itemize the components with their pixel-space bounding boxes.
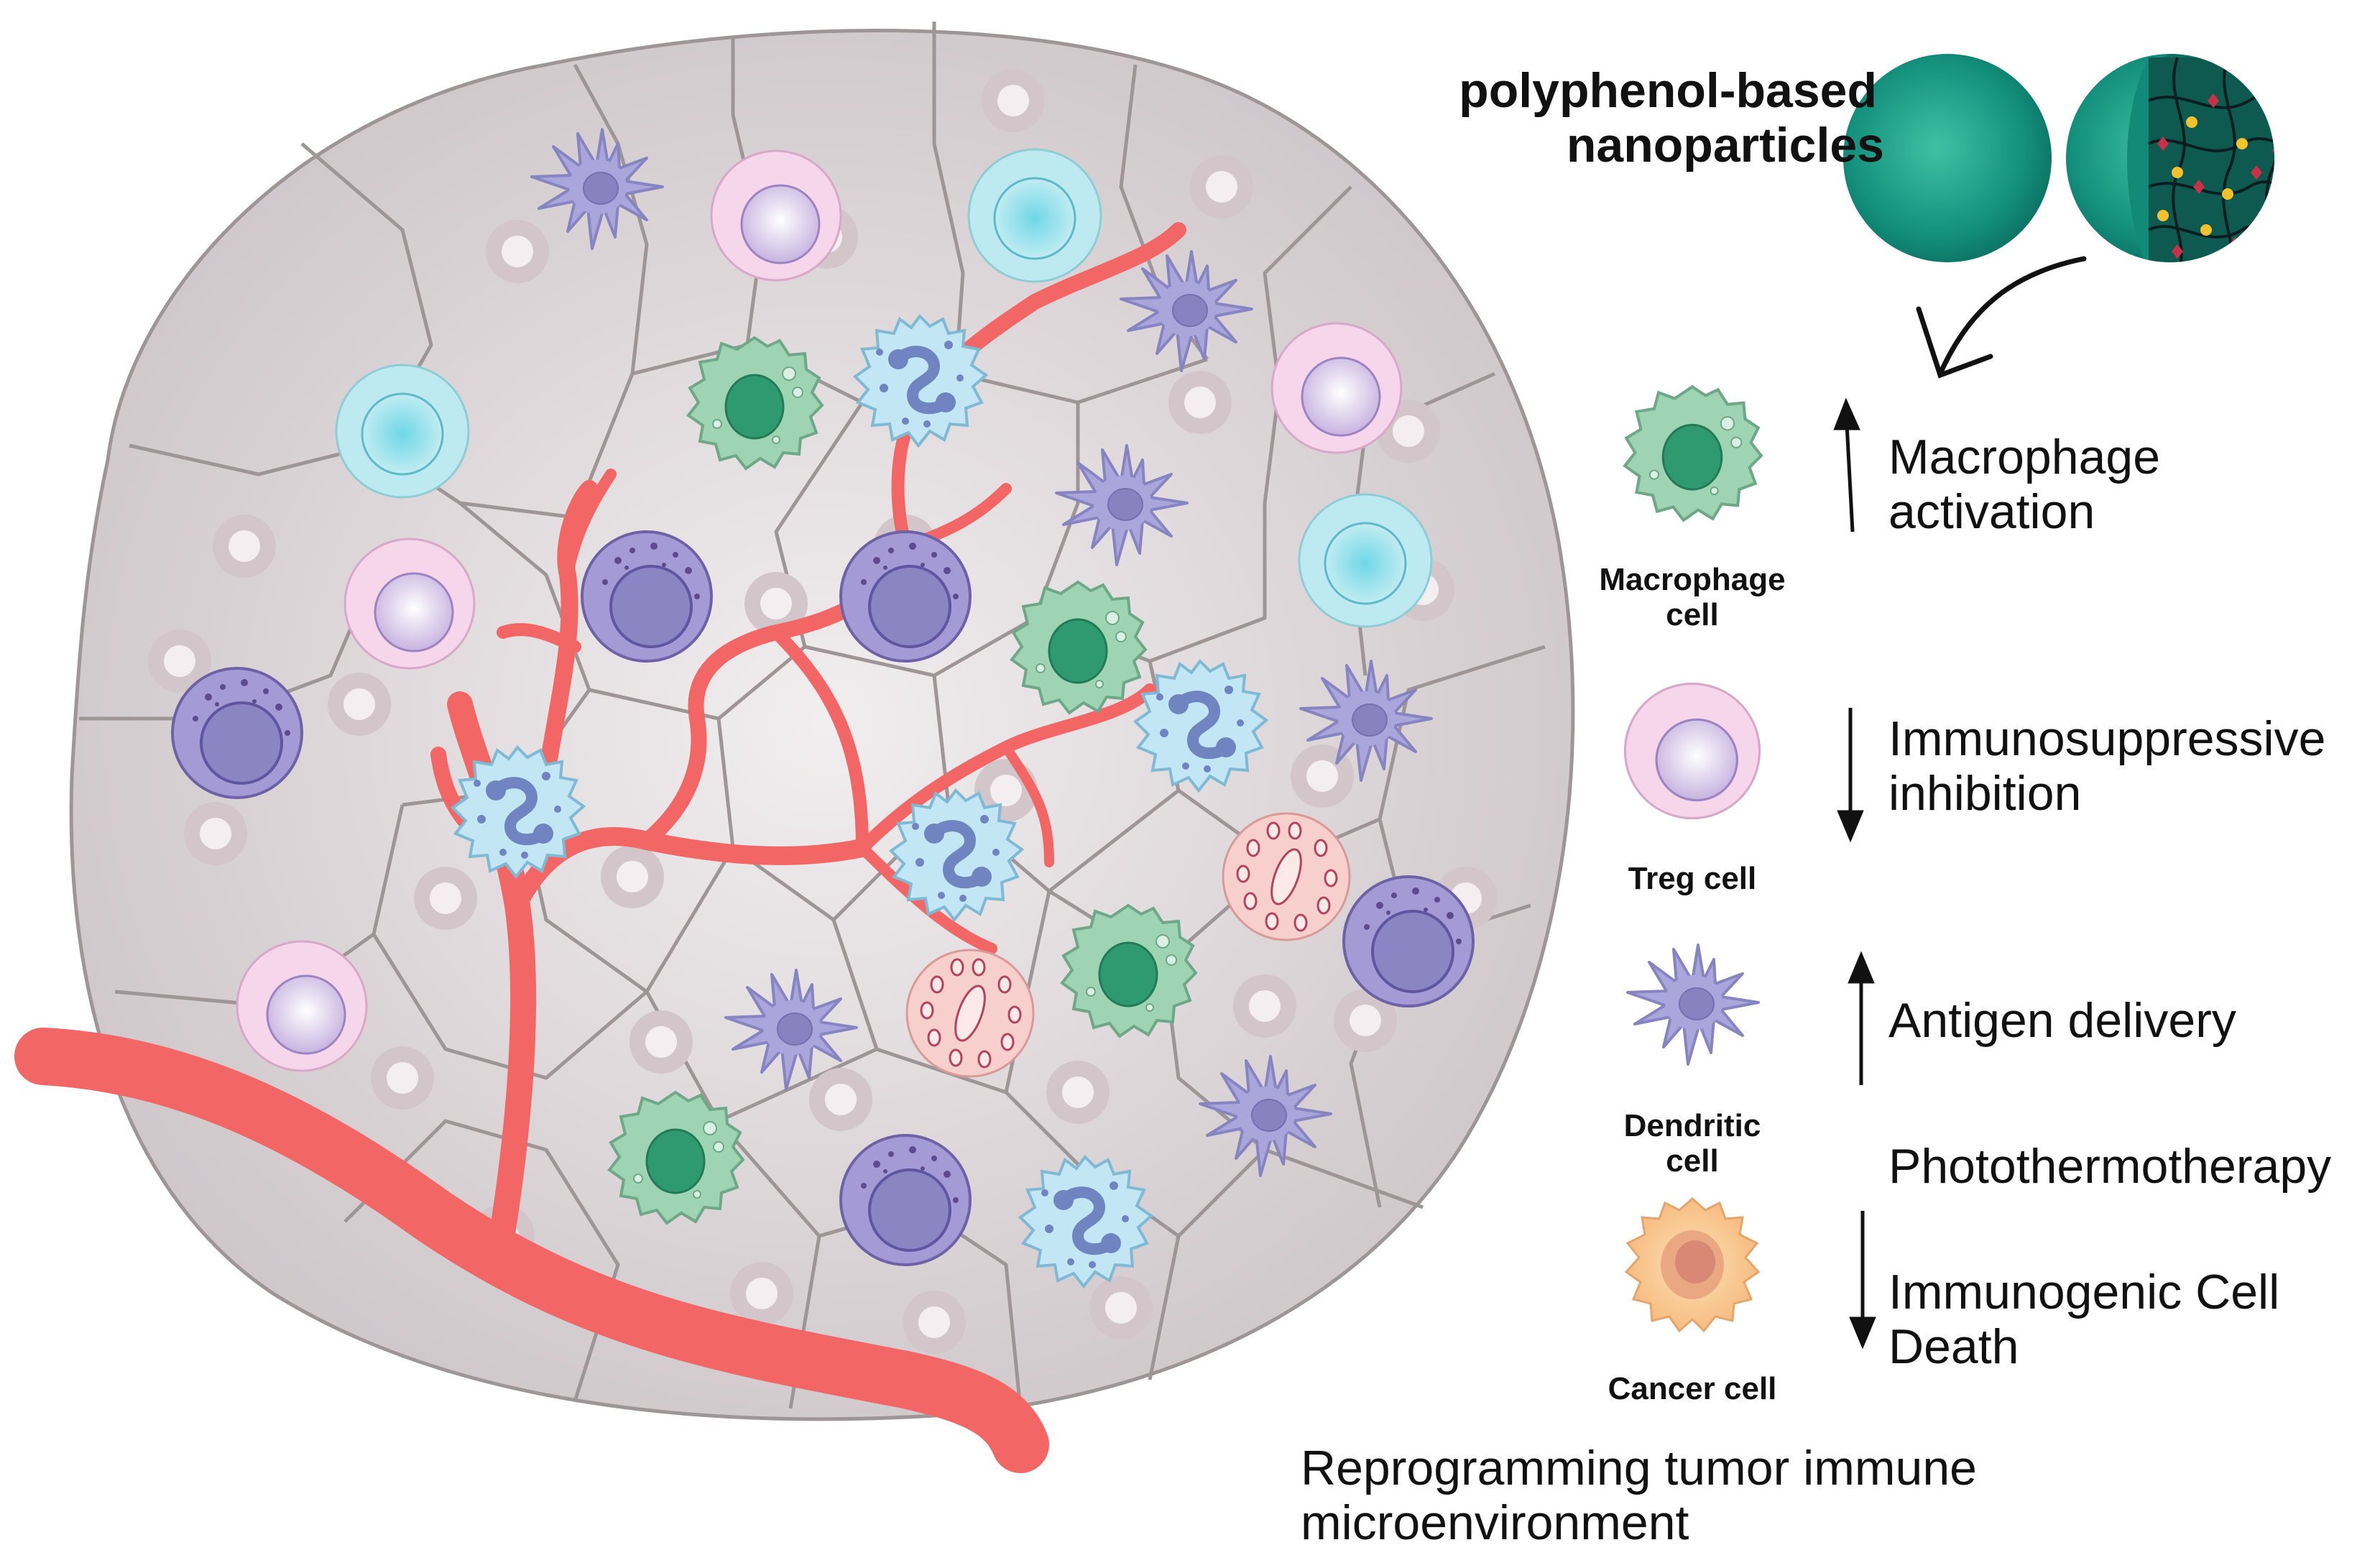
dendritic-label-line2: cell [1666,1143,1719,1179]
dendritic-label-line1: Dendritic [1623,1108,1761,1143]
up-arrow-icon [1848,951,1875,1085]
curved-arrow-icon [1916,256,2087,379]
cancer-cell-icon [1624,1196,1761,1333]
macrophage-label: Macrophage cell [1577,562,1807,633]
macrophage-label-line2: cell [1666,597,1719,633]
figure-caption: Reprogramming tumor immune microenvironm… [1301,1441,1977,1550]
nanoparticle-title: polyphenol-based nanoparticles [1459,63,1884,172]
down-arrow-icon [1837,708,1864,843]
macrophage-effect-line1: Macrophage [1888,430,2161,484]
cancer-effect: Immunogenic Cell Death [1888,1265,2279,1374]
figure-caption-line2: microenvironment [1301,1495,1689,1551]
dendritic-effect: Antigen delivery [1888,993,2236,1048]
down-arrow-icon [1849,1211,1876,1350]
cancer-effect-line1: Immunogenic Cell [1888,1265,2280,1319]
nanoparticle-title-line2: nanoparticles [1566,118,1884,173]
figure-caption-line1: Reprogramming tumor immune [1301,1441,1977,1495]
dendritic-label: Dendritic cell [1577,1108,1807,1179]
cancer-label: Cancer cell [1577,1371,1807,1406]
macrophage-icon [1625,387,1761,520]
nanoparticle-icon [1843,54,2274,262]
treg-effect: Immunosuppressive inhibition [1888,711,2325,821]
up-arrow-icon [1833,397,1860,532]
dendritic-effect-line1: Antigen delivery [1888,993,2236,1048]
macrophage-effect-line2: activation [1888,484,2095,540]
cancer-effect-line2: Death [1888,1319,2019,1375]
treg-icon [1623,682,1761,820]
therapy-label-line1: Photothermotherapy [1888,1139,2332,1194]
cancer-label-line1: Cancer cell [1608,1371,1777,1406]
treg-effect-line1: Immunosuppressive [1888,711,2326,766]
treg-label-line1: Treg cell [1628,861,1757,896]
treg-effect-line2: inhibition [1888,766,2082,821]
therapy-label: Photothermotherapy [1888,1139,2331,1194]
dendritic-icon [1626,944,1760,1066]
treg-label: Treg cell [1577,861,1807,896]
macrophage-label-line1: Macrophage [1599,562,1786,597]
macrophage-effect: Macrophage activation [1888,430,2160,539]
nanoparticle-title-line1: polyphenol-based [1459,63,1877,118]
